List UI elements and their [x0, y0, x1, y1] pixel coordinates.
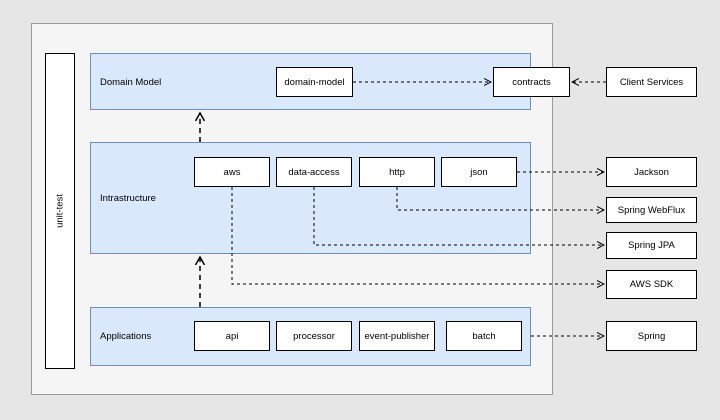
http-module: http: [359, 157, 435, 187]
aws-sdk-box: AWS SDK: [606, 270, 697, 299]
domain-model-layer-label: Domain Model: [100, 77, 162, 88]
unit-test-box: unit-test: [45, 53, 75, 369]
domain-model-module: domain-model: [276, 67, 353, 97]
spring-jpa-box: Spring JPA: [606, 232, 697, 259]
spring-box: Spring: [606, 321, 697, 351]
arrow-data-access-to-jpa: [313, 187, 604, 245]
contracts-module: contracts: [493, 67, 570, 97]
processor-module: processor: [276, 321, 352, 351]
json-module: json: [441, 157, 517, 187]
event-publisher-module: event-publisher: [359, 321, 435, 351]
applications-layer-label: Applications: [100, 331, 152, 342]
arrow-aws-to-sdk: [231, 187, 604, 284]
jackson-box: Jackson: [606, 157, 697, 187]
aws-module: aws: [194, 157, 270, 187]
data-access-module: data-access: [276, 157, 352, 187]
api-module: api: [194, 321, 270, 351]
client-services-box: Client Services: [606, 67, 697, 97]
infrastructure-layer-label: Intrastructure: [100, 193, 156, 204]
arrow-http-to-webflux: [396, 187, 604, 210]
batch-module: batch: [446, 321, 522, 351]
spring-webflux-box: Spring WebFlux: [606, 197, 697, 223]
